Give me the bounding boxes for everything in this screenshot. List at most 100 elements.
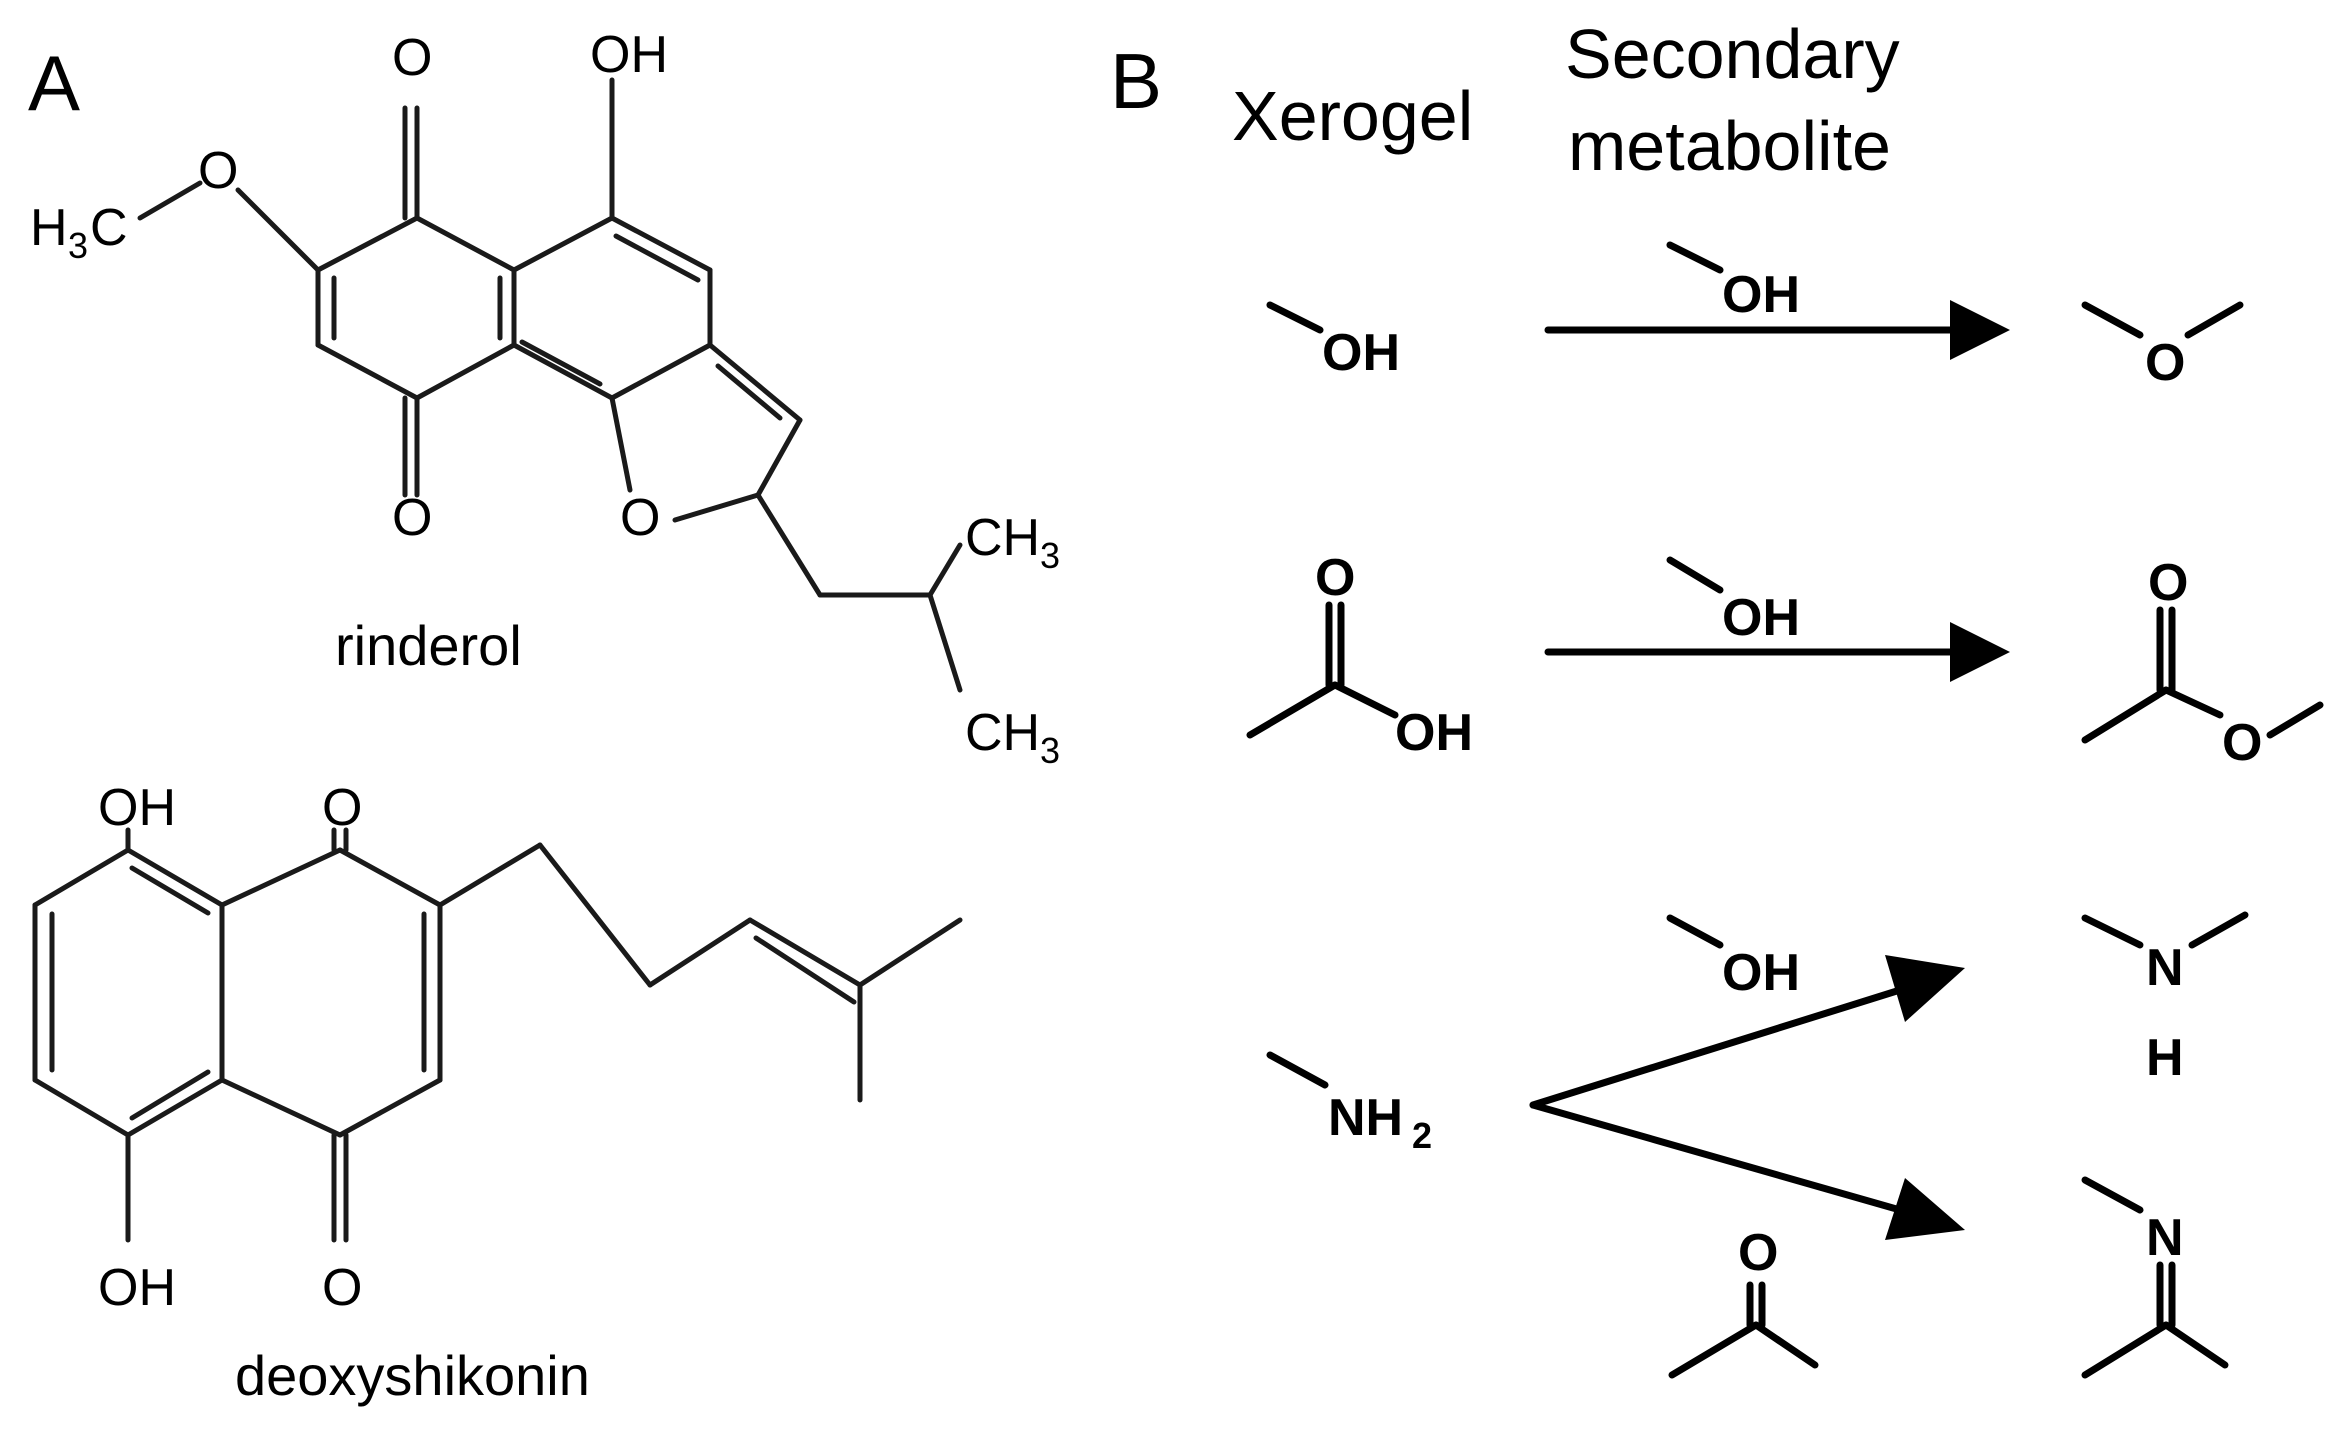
- bond: [1331, 681, 1399, 719]
- bond: [537, 842, 653, 988]
- arrow-shaft: [1529, 1101, 1904, 1214]
- bond: [511, 215, 615, 273]
- bond: [125, 847, 225, 908]
- deoxyshikonin-atom-labels: OH O OH O: [98, 779, 362, 1317]
- bond: [1666, 914, 1724, 949]
- atom-label: 3: [68, 225, 88, 266]
- reaction-1: OH OH O: [1266, 241, 2244, 392]
- panel-a-label: A: [28, 39, 80, 127]
- reagent-label: OH: [1722, 589, 1800, 647]
- reaction-3: NH 2 OH O N H N: [1266, 911, 2249, 1379]
- product-atom: N: [2146, 939, 2184, 997]
- atom-label: O: [392, 489, 432, 547]
- bond: [927, 592, 963, 693]
- bond: [2184, 301, 2244, 339]
- bond: [414, 215, 517, 273]
- bond: [2188, 911, 2249, 949]
- bond: [755, 492, 823, 598]
- bond: [137, 180, 203, 221]
- bond: [315, 215, 420, 273]
- molecule-name-rinderol: rinderol: [335, 614, 522, 677]
- product-atom: O: [2145, 334, 2185, 392]
- bond: [755, 417, 803, 498]
- bond: [672, 492, 761, 523]
- bond: [1246, 681, 1339, 739]
- arrow-head-upper: [1885, 955, 1965, 1022]
- xerogel-group: OH: [1395, 704, 1473, 762]
- bond: [2081, 1176, 2144, 1214]
- atom-label: O: [620, 489, 660, 547]
- reaction-2-bonds: [1246, 556, 2324, 744]
- bond: [1666, 241, 1724, 274]
- reaction-2: O OH OH O O: [1246, 549, 2324, 772]
- product-atom: N: [2146, 1209, 2184, 1267]
- bond: [129, 865, 211, 916]
- reagent-label-upper: OH: [1722, 944, 1800, 1002]
- rinderol-atom-labels: O OH O H 3 C O O CH 3 CH 3: [30, 26, 1060, 771]
- bond: [707, 342, 803, 423]
- bond: [235, 187, 321, 273]
- atom-label: CH: [965, 509, 1040, 567]
- product-atom: O: [2222, 714, 2262, 772]
- bond: [609, 395, 633, 493]
- panel-a: A: [28, 26, 1060, 1407]
- bond: [414, 342, 517, 401]
- xerogel-group: NH: [1328, 1089, 1403, 1147]
- bond: [2081, 1321, 2170, 1379]
- atom-label: O: [322, 1259, 362, 1317]
- panel-b-label: B: [1110, 37, 1162, 125]
- column-header-xerogel: Xerogel: [1232, 77, 1473, 155]
- bond: [32, 847, 131, 908]
- bond: [337, 847, 443, 908]
- molecule-name-deoxyshikonin: deoxyshikonin: [235, 1344, 590, 1407]
- bond: [129, 1069, 211, 1121]
- bond: [511, 342, 615, 401]
- bond: [1266, 301, 1324, 334]
- bond: [647, 917, 753, 988]
- bond: [747, 917, 863, 988]
- xerogel-group-oxygen: O: [1315, 549, 1355, 607]
- atom-label: H: [30, 199, 68, 257]
- bond: [1752, 1321, 1819, 1369]
- deoxyshikonin-structure: [32, 827, 963, 1243]
- arrow-head: [1950, 300, 2010, 360]
- bond: [219, 847, 343, 908]
- reaction-3-bonds: [1266, 911, 2249, 1379]
- atom-label: O: [198, 142, 238, 200]
- column-header-metabolite-line1: Secondary: [1565, 15, 1900, 93]
- atom-label: O: [392, 29, 432, 87]
- bond: [2081, 686, 2170, 744]
- xerogel-group-subscript: 2: [1412, 1115, 1432, 1156]
- reagent-label: OH: [1722, 266, 1800, 324]
- arrow-head-lower: [1885, 1178, 1965, 1240]
- bond: [1668, 1321, 1760, 1379]
- atom-label: C: [90, 199, 128, 257]
- bond: [613, 233, 701, 283]
- bond: [32, 1077, 131, 1138]
- arrow-head: [1950, 622, 2010, 682]
- bond: [1666, 556, 1724, 594]
- reaction-1-bonds: [1266, 241, 2244, 339]
- xerogel-group: OH: [1322, 324, 1400, 382]
- atom-label: OH: [98, 779, 176, 837]
- bond: [857, 917, 963, 988]
- bond: [2162, 1321, 2229, 1369]
- atom-label: 3: [1040, 730, 1060, 771]
- panel-b: B Xerogel Secondary metabolite OH OH O: [1110, 15, 2324, 1379]
- bond: [927, 542, 963, 598]
- bond: [219, 1077, 343, 1138]
- bond: [337, 1077, 443, 1138]
- bond: [315, 342, 420, 401]
- arrow-shaft: [1529, 986, 1904, 1109]
- bond: [715, 363, 783, 421]
- column-header-metabolite-line2: metabolite: [1568, 107, 1891, 185]
- bond: [609, 215, 713, 273]
- rinderol-structure: [137, 77, 963, 693]
- product-atom: O: [2148, 554, 2188, 612]
- atom-label: OH: [98, 1259, 176, 1317]
- bond: [519, 339, 603, 387]
- bond: [437, 842, 543, 908]
- bond: [125, 1077, 225, 1138]
- bond: [1266, 1051, 1329, 1089]
